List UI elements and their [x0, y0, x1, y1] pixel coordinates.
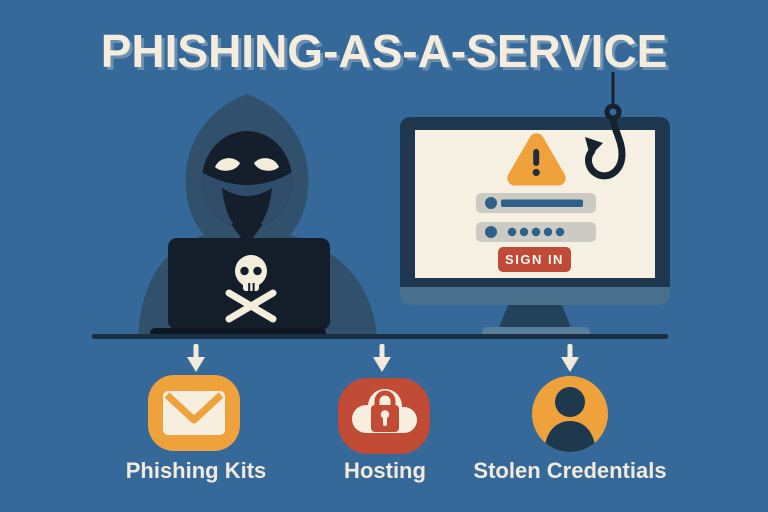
hosting-tile — [338, 378, 430, 454]
username-text-bar — [501, 199, 583, 207]
password-field — [476, 222, 596, 242]
username-field — [476, 193, 596, 213]
fish-hook-icon — [585, 72, 626, 180]
hacker-figure — [138, 94, 377, 338]
person-icon — [544, 387, 596, 452]
phishing-kits-tile — [148, 375, 240, 451]
warning-triangle-icon — [507, 133, 566, 186]
down-arrow-icon — [187, 344, 205, 372]
left-eye — [215, 158, 240, 171]
user-dot-icon — [485, 197, 497, 209]
page-title: PHISHING-AS-A-SERVICE — [100, 25, 668, 77]
user-dot-icon — [485, 226, 497, 238]
skull-crossbones-icon — [225, 255, 277, 323]
stolen-credentials-tile — [532, 376, 608, 452]
neck-drape — [231, 224, 263, 246]
monitor-stand-neck — [498, 305, 572, 330]
label-hosting: Hosting — [344, 458, 426, 483]
right-eye — [254, 158, 279, 171]
down-arrow-icon — [561, 344, 579, 372]
down-arrow-icon — [373, 344, 391, 372]
label-phishing-kits: Phishing Kits — [125, 458, 267, 483]
flow-line — [92, 334, 668, 339]
label-stolen-credentials: Stolen Credentials — [473, 458, 667, 483]
cloud-lock-icon — [352, 389, 417, 433]
monitor — [400, 117, 670, 338]
sign-in-button: SIGN IN — [498, 247, 571, 272]
laptop — [150, 238, 330, 338]
password-dots — [507, 227, 565, 237]
monitor-chin — [400, 287, 670, 305]
envelope-icon — [163, 391, 225, 435]
